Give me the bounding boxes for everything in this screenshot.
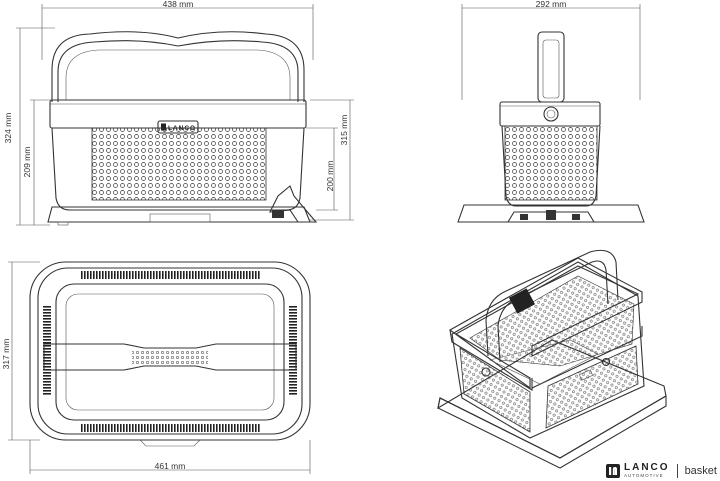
front-base: [47, 206, 311, 223]
top-slots-left: [43, 306, 51, 396]
iso-knob-right: [601, 357, 611, 367]
front-view: 438 mm 324 mm 209 mm LANCO: [3, 0, 354, 226]
iso-right-panel: [545, 345, 639, 429]
lanco-logo-icon: [606, 464, 620, 478]
top-base-outline: [29, 261, 311, 441]
dim-top-width: 461 mm: [155, 461, 186, 471]
iso-left-panel: [459, 347, 531, 433]
brand-product: basket: [684, 465, 717, 477]
front-perforated-panel: [91, 127, 267, 201]
dim-top-depth: 317 mm: [1, 339, 11, 370]
side-perforated-panel: [504, 125, 598, 201]
top-handle-bar: [43, 343, 297, 371]
dim-body-height: 209 mm: [22, 147, 32, 178]
brand-separator: [676, 464, 678, 478]
front-side-clip: [269, 185, 318, 223]
isometric-view: [437, 249, 667, 469]
iso-handle-outer: [485, 249, 619, 357]
top-tray: [55, 283, 285, 421]
top-view: 317 mm 461 mm: [1, 261, 311, 474]
iso-body: [451, 261, 645, 439]
side-handle: [537, 31, 565, 103]
front-handle-inner: [57, 40, 299, 102]
brand-block: LANCO AUTOMOTIVE basket: [606, 462, 717, 480]
front-handle-outer: [51, 31, 305, 102]
brand-sub: AUTOMOTIVE: [624, 473, 664, 479]
dim-inner-height: 200 mm: [325, 161, 335, 192]
iso-rim: [448, 257, 643, 390]
brand-wordmark: LANCO AUTOMOTIVE: [624, 463, 670, 479]
dim-side-width: 292 mm: [536, 0, 567, 9]
iso-back-panel: [469, 275, 635, 367]
iso-knob-left: [481, 367, 491, 377]
brand-name: LANCO: [624, 462, 670, 474]
iso-handle-grip: [508, 288, 536, 314]
side-base-center: [507, 211, 595, 223]
side-knob: [543, 106, 559, 122]
top-slots-top: [80, 271, 260, 279]
dim-total-height: 324 mm: [3, 113, 13, 144]
side-rim: [499, 101, 601, 127]
dim-right-height: 315 mm: [339, 115, 349, 146]
top-slots-right: [289, 306, 297, 396]
front-body: [51, 127, 305, 211]
top-slots-bottom: [80, 424, 260, 432]
front-label-logo-icon: [161, 123, 166, 131]
top-handle-grip: [132, 349, 208, 365]
dim-front-width: 438 mm: [163, 0, 194, 9]
side-view: 292 mm: [457, 0, 645, 223]
iso-label-plate: [578, 369, 594, 381]
